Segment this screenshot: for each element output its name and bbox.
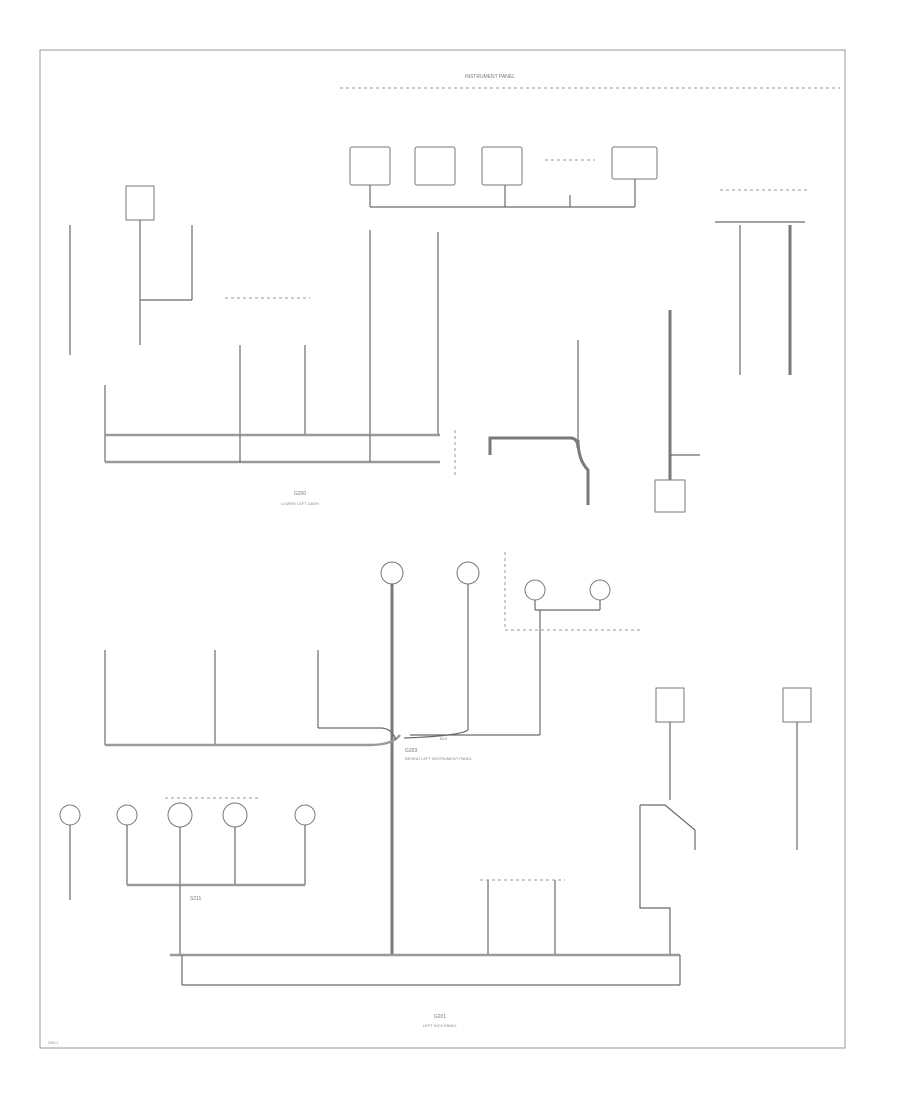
connector-box <box>414 146 456 186</box>
lamp-icon <box>59 804 81 826</box>
wire <box>488 436 580 455</box>
ground-g200: G200 <box>294 491 306 497</box>
connector-box <box>782 687 812 723</box>
top-left-connectors <box>69 185 310 355</box>
lamp-icon <box>456 561 480 585</box>
bus-bar <box>105 734 401 747</box>
wire <box>639 805 671 955</box>
ground-g200-desc: LOWER LEFT DASH <box>281 501 319 506</box>
right-connectors <box>639 687 812 955</box>
ground-g203: G203 <box>405 748 417 754</box>
lamp-icon <box>167 802 193 828</box>
upper-ground-bus: G200 LOWER LEFT DASH <box>104 230 456 506</box>
footer-ref: GW-1 <box>48 1040 59 1045</box>
ground-g201: G201 <box>434 1014 446 1020</box>
lamp-icon <box>589 579 611 601</box>
lamp-icon <box>222 802 248 828</box>
connector-box <box>349 146 391 186</box>
wire <box>403 729 469 739</box>
connector-box <box>655 687 685 723</box>
top-connectors <box>349 146 658 208</box>
bottom-wiring: S211 G201 LEFT KICK PANEL <box>69 825 681 1028</box>
lamp-icon <box>294 804 316 826</box>
header-label: INSTRUMENT PANEL <box>465 74 515 80</box>
middle-right-section <box>488 189 810 513</box>
ground-g201-desc: LEFT KICK PANEL <box>423 1023 458 1028</box>
connector-box <box>611 146 658 180</box>
wire <box>576 439 590 505</box>
wire-color-label: BLK <box>440 736 448 741</box>
connector-box <box>125 185 155 221</box>
wire <box>640 804 696 850</box>
bottom-lamps <box>59 797 316 828</box>
ground-g203-desc: BEHIND LEFT INSTRUMENT PANEL <box>405 756 473 761</box>
diagram-frame <box>39 49 846 1049</box>
lamp-icon <box>116 804 138 826</box>
middle-lamps <box>380 552 640 631</box>
wire <box>318 727 397 741</box>
middle-ground-bus: BLK G203 BEHIND LEFT INSTRUMENT PANEL <box>104 584 541 955</box>
connector-box <box>654 479 686 513</box>
lamp-icon <box>524 579 546 601</box>
connector-box <box>481 146 523 186</box>
lamp-icon <box>380 561 404 585</box>
splice-s211: S211 <box>190 896 202 902</box>
